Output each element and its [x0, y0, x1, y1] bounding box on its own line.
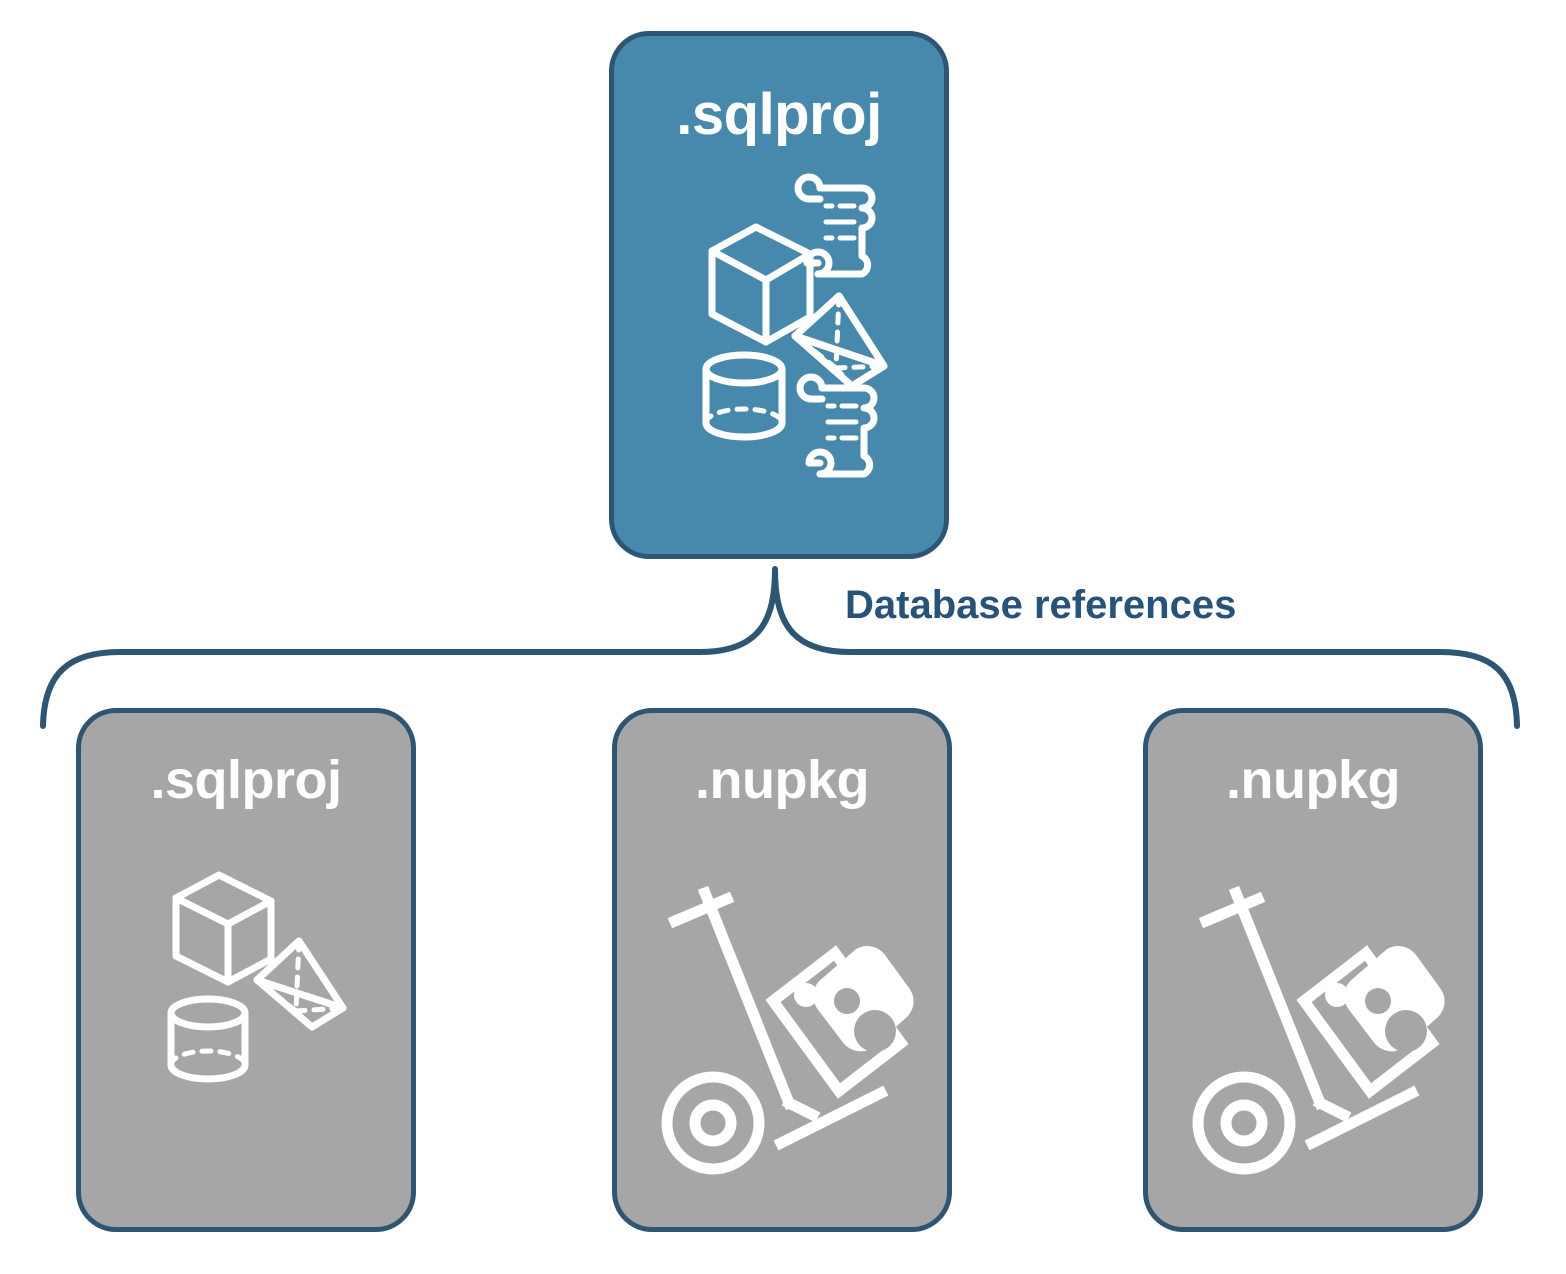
cube-wireframe-icon	[172, 871, 275, 986]
scroll-icon	[796, 373, 878, 478]
node-root-label: .sqlproj	[676, 82, 882, 147]
node-ref-1-label: .nupkg	[695, 750, 869, 810]
node-ref-nupkg-2[interactable]: .nupkg	[1143, 708, 1483, 1232]
nuget-logo-icon	[1344, 946, 1445, 1052]
nuget-logo-dot	[1325, 983, 1349, 1007]
scroll-icon	[794, 173, 876, 278]
node-ref-2-label: .nupkg	[1226, 750, 1400, 810]
node-root-sqlproj[interactable]: .sqlproj	[609, 31, 949, 559]
cube-wireframe-icon	[708, 223, 814, 346]
pyramid-wireframe-icon	[253, 937, 347, 1031]
nuget-logo-icon	[813, 946, 914, 1052]
cylinder-wireframe-icon	[702, 351, 786, 441]
connector-label: Database references	[845, 583, 1237, 627]
node-ref-0-label: .sqlproj	[150, 750, 342, 810]
node-ref-sqlproj[interactable]: .sqlproj	[76, 708, 416, 1232]
pyramid-wireframe-icon	[791, 292, 888, 390]
hand-truck-package-icon	[1192, 885, 1440, 1175]
hand-truck-package-icon	[661, 885, 909, 1175]
nuget-logo-holes	[1365, 988, 1427, 1052]
nuget-logo-dot	[794, 983, 818, 1007]
cylinder-wireframe-icon	[167, 995, 249, 1083]
nuget-logo-holes	[834, 988, 896, 1052]
node-ref-nupkg-1[interactable]: .nupkg	[612, 708, 952, 1232]
